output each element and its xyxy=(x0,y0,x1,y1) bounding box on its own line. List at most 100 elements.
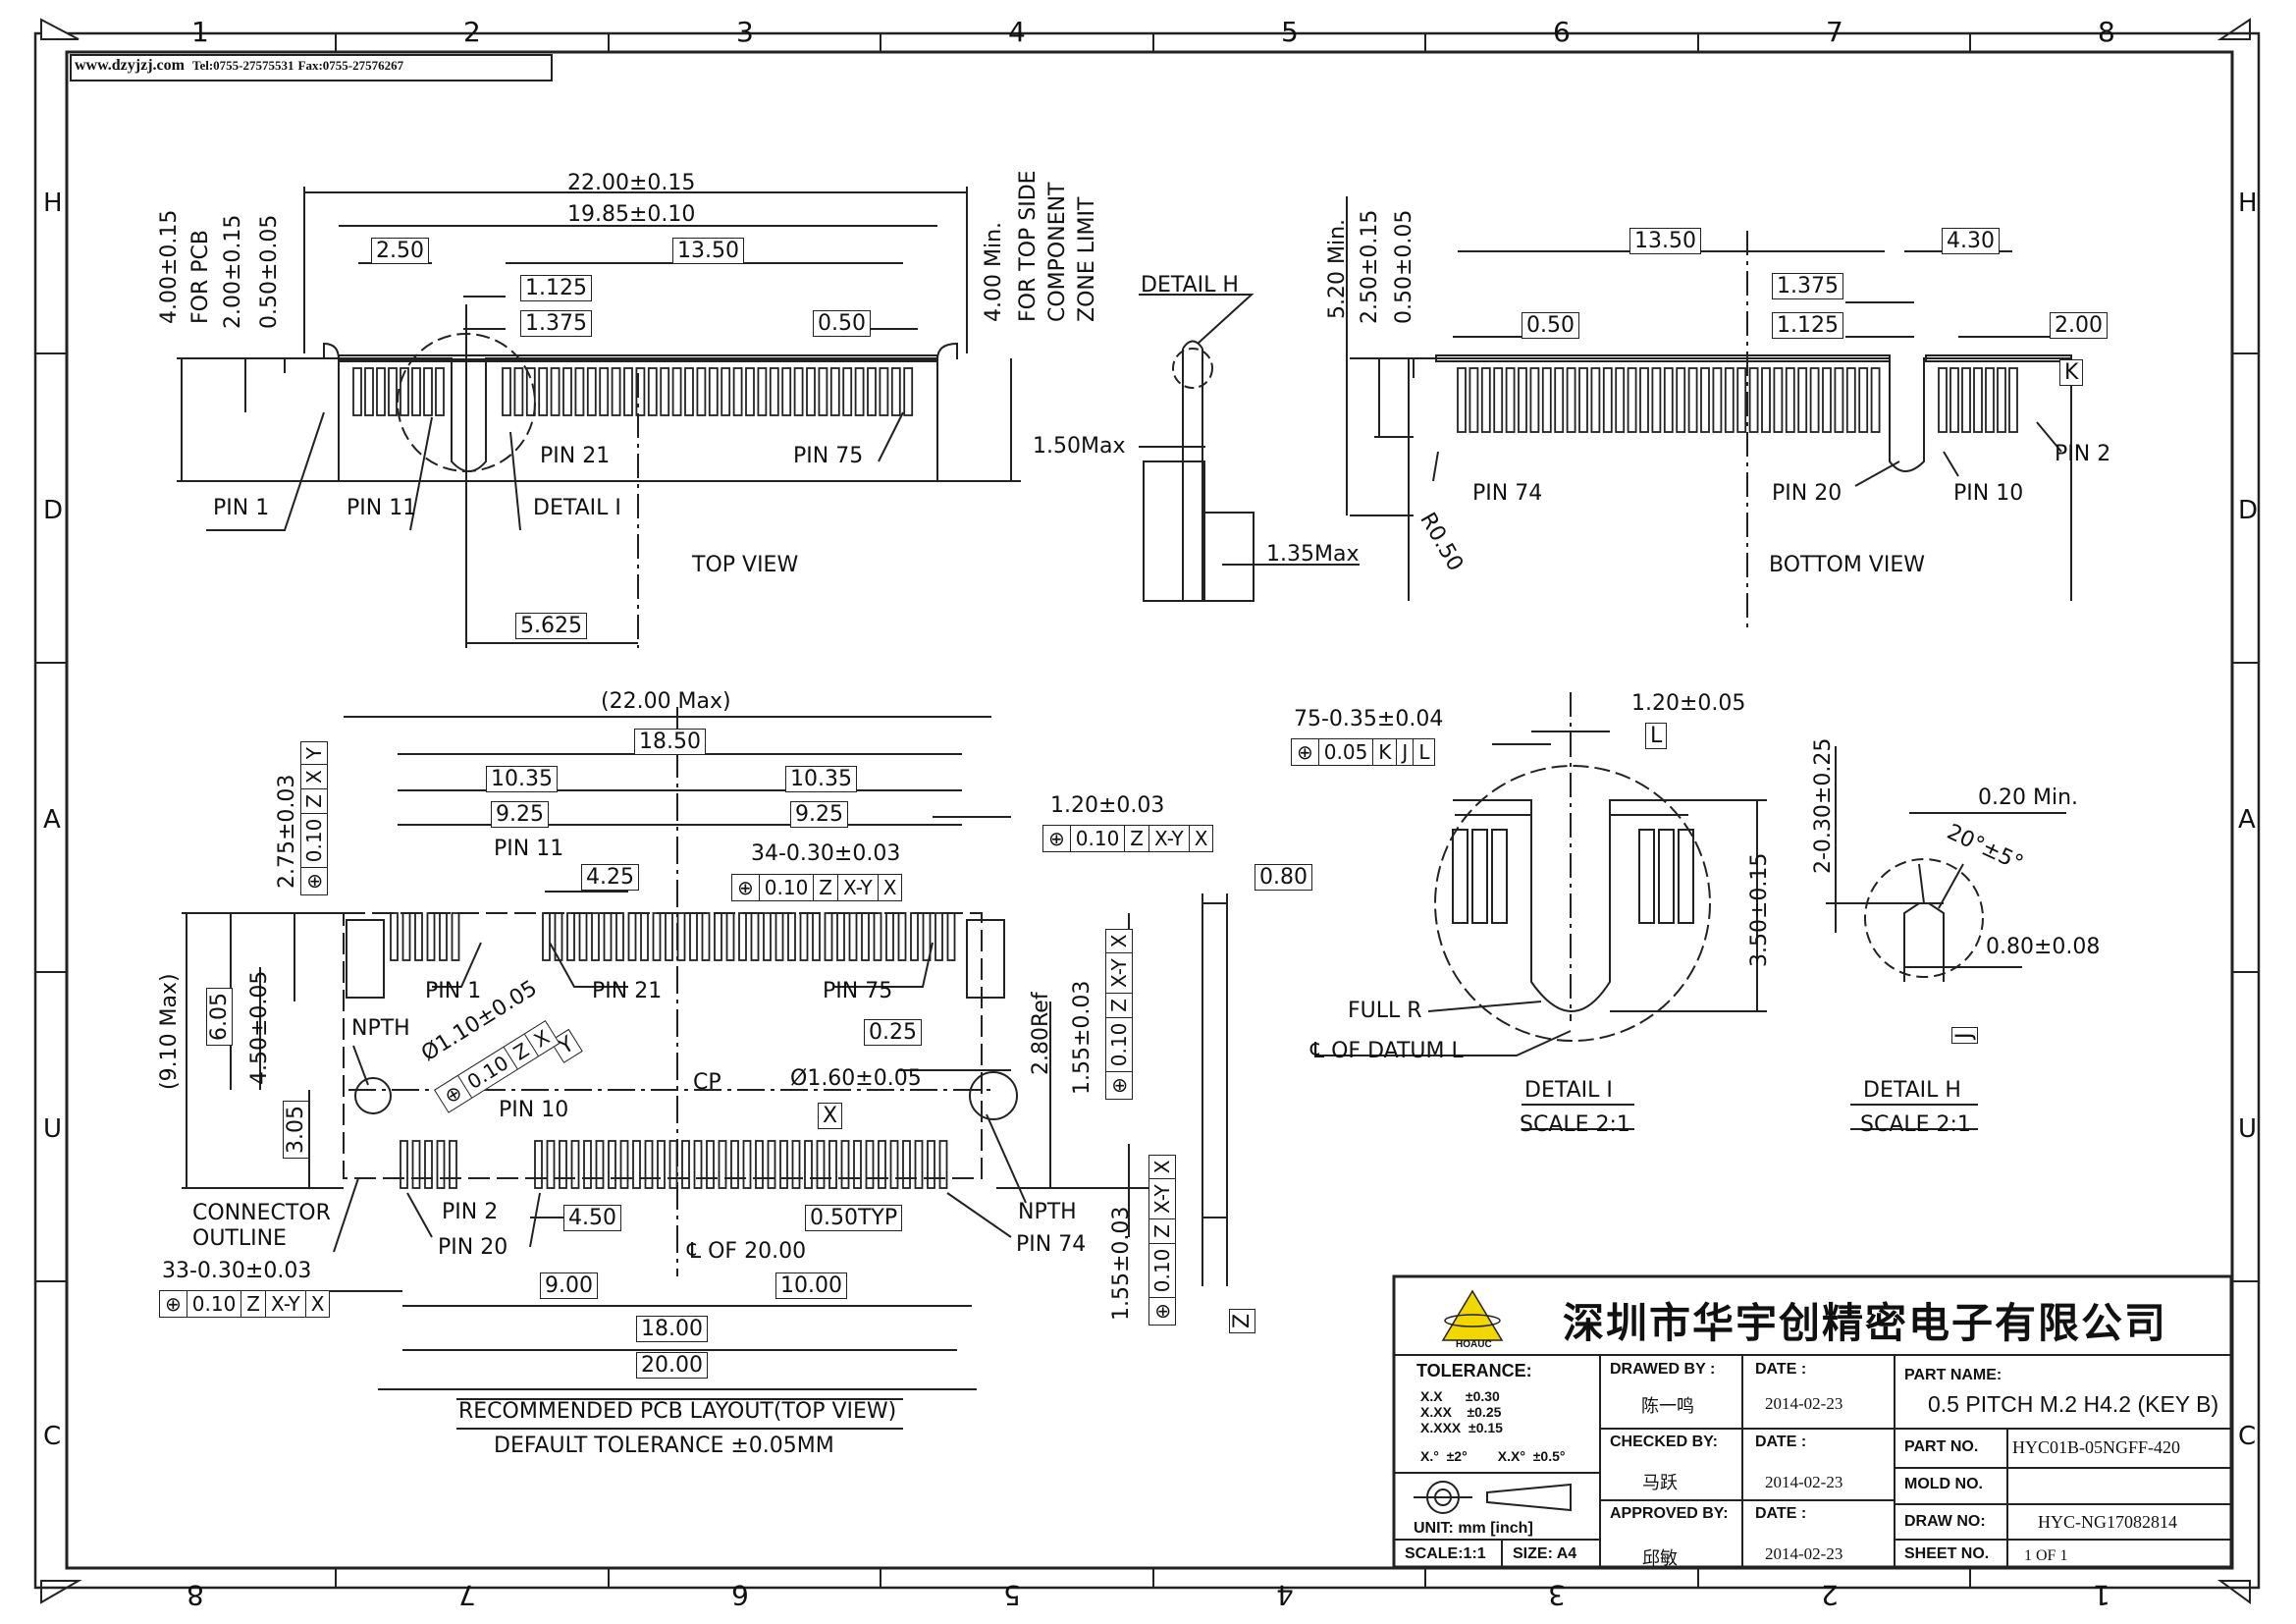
pcb-pad-top xyxy=(848,912,858,961)
zone-col-5: 5 xyxy=(1281,16,1299,48)
pcb-vdim-155b: 1.55±0.03 xyxy=(1109,1206,1134,1321)
pcb-pad-top xyxy=(725,912,735,961)
sheet-no-label: SHEET NO. xyxy=(1904,1545,1990,1562)
pcb-datum-x: X xyxy=(818,1103,843,1129)
pcb-pin10-label: PIN 10 xyxy=(499,1098,569,1122)
pcb-pad-bottom xyxy=(436,1140,446,1189)
top-view-pin xyxy=(829,367,840,416)
pcb-pad-top xyxy=(689,912,698,961)
pcb-pin2-label: PIN 2 xyxy=(442,1200,499,1224)
detail-i-scale: SCALE 2:1 xyxy=(1520,1112,1630,1137)
bot-datum-k: K xyxy=(2059,359,2084,386)
top-view-pin xyxy=(818,367,828,416)
detail-h-vdim: 2-0.30±0.25 xyxy=(1811,737,1836,874)
bottom-view-pin xyxy=(1700,367,1710,433)
pcb-vdim-450: 4.50±0.05 xyxy=(247,970,272,1085)
title-block-lines xyxy=(1392,1274,2233,1569)
zone-col-1: 1 xyxy=(191,16,209,48)
pcb-cl-label: ℄ OF 20.00 xyxy=(687,1239,807,1264)
pcb-dim-450: 4.50 xyxy=(563,1205,621,1231)
pcb-dim-1800: 18.00 xyxy=(636,1316,708,1342)
zone-col-bottom-1: 1 xyxy=(2093,1579,2110,1611)
bot-dim-430: 4.30 xyxy=(1942,228,2000,254)
zone-col-bottom-5: 5 xyxy=(1003,1579,1021,1611)
pcb-pad-top xyxy=(542,912,551,961)
pcb-dim-1035b: 10.35 xyxy=(785,766,857,792)
pcb-pad-top xyxy=(910,912,919,961)
top-view-pin xyxy=(781,367,792,416)
bottom-view-pin xyxy=(1639,367,1649,433)
pcb-dim-900: 9.00 xyxy=(540,1272,598,1299)
tolerance-label: TOLERANCE: xyxy=(1416,1361,1532,1380)
checked-by-label: CHECKED BY: xyxy=(1610,1434,1718,1450)
pcb-pad-bottom xyxy=(400,1140,408,1189)
pcb-pad-bottom xyxy=(840,1140,850,1189)
pcb-pad-top xyxy=(897,912,907,961)
tol-angle: X.° ±2° X.X° ±0.5° xyxy=(1420,1448,1566,1464)
bot-dim-200: 2.00 xyxy=(2050,312,2108,339)
drawn-by-value: 陈一鸣 xyxy=(1641,1396,1694,1416)
bottom-view-pin xyxy=(1809,367,1820,433)
bottom-view-pin xyxy=(1845,367,1856,433)
top-view-pin xyxy=(684,367,694,416)
pcb-pad-top xyxy=(714,912,722,961)
pcb-pad-top xyxy=(401,912,411,961)
zone-row-d-right: D xyxy=(2238,496,2259,525)
detail-h-dim-020: 0.20 Min. xyxy=(1978,785,2079,810)
zone-row-h-right: H xyxy=(2238,189,2258,218)
pcb-pad-top xyxy=(946,912,956,961)
zone-row-a-right: A xyxy=(2238,805,2256,835)
top-vdim-topside: FOR TOP SIDE xyxy=(1016,170,1041,322)
pcb-pad-top xyxy=(665,912,673,961)
pcb-dim-050typ: 0.50TYP xyxy=(805,1205,903,1231)
pcb-pad-bottom xyxy=(755,1140,764,1189)
bottom-view-pin xyxy=(1773,367,1784,433)
top-vdim-zone: ZONE LIMIT xyxy=(1075,196,1099,322)
top-dim-1125: 1.125 xyxy=(520,275,592,301)
top-view-pin xyxy=(562,367,572,416)
bottom-view-pin xyxy=(1676,367,1686,433)
top-vdim-400min: 4.00 Min. xyxy=(982,221,1006,322)
pcb-pin21-label: PIN 21 xyxy=(592,979,663,1003)
pcb-pin1-label: PIN 1 xyxy=(425,979,482,1003)
top-view-pin xyxy=(757,367,768,416)
bottom-view-pin xyxy=(1627,367,1637,433)
top-vdim-component: COMPONENT xyxy=(1045,182,1070,323)
zone-col-bottom-6: 6 xyxy=(731,1579,749,1611)
pcb-pad-top xyxy=(640,912,649,961)
pcb-pad-top xyxy=(922,912,932,961)
pcb-pad-bottom xyxy=(411,1140,421,1189)
detail-i-datum: ℄ OF DATUM L xyxy=(1310,1039,1464,1063)
zone-col-bottom-7: 7 xyxy=(458,1579,476,1611)
pcb-pad-top xyxy=(774,912,784,961)
bottom-view-pin xyxy=(1748,367,1759,433)
pcb-pad-bottom xyxy=(559,1140,567,1189)
bot-dim-1125: 1.125 xyxy=(1772,312,1843,339)
top-view-pin xyxy=(854,367,865,416)
top-view-pin xyxy=(732,367,743,416)
top-view-pin xyxy=(513,367,524,416)
pcb-vdim-155a: 1.55±0.03 xyxy=(1070,980,1095,1095)
website-text: www.dzyjzj.com xyxy=(75,57,185,74)
pcb-pad-top xyxy=(652,912,662,961)
pcb-pad-bottom xyxy=(889,1140,899,1189)
pcb-pad-bottom xyxy=(681,1140,690,1189)
sheet-no-value: 1 OF 1 xyxy=(2024,1547,2068,1564)
detail-h-dim-080: 0.80±0.08 xyxy=(1986,935,2101,959)
pcb-pad-top xyxy=(414,912,423,961)
top-view-pin xyxy=(867,367,877,416)
top-view-pin xyxy=(538,367,549,416)
top-dim-050: 0.50 xyxy=(813,310,871,337)
detail-h-geometry xyxy=(1826,746,2066,1130)
top-view-title: TOP VIEW xyxy=(692,553,799,577)
top-view-pin xyxy=(879,367,889,416)
top-view-pin xyxy=(550,367,561,416)
detail-i-full-r: FULL R xyxy=(1348,999,1422,1023)
top-dim-1350: 13.50 xyxy=(672,238,744,264)
pcb-vdim-910: (9.10 Max) xyxy=(157,973,182,1090)
date-value-2: 2014-02-23 xyxy=(1765,1473,1843,1491)
date-label-1: DATE : xyxy=(1755,1361,1807,1378)
